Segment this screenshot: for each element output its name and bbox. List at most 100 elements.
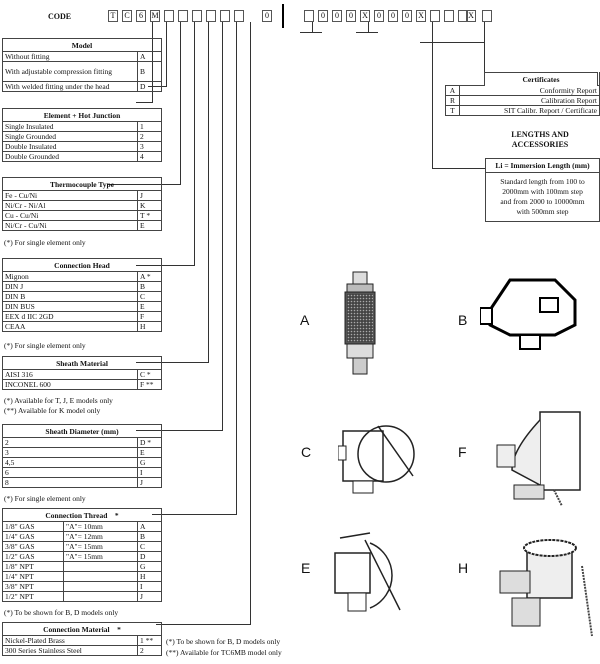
connector-thread (236, 22, 237, 514)
code-box[interactable] (192, 10, 202, 22)
model-title: Model (2, 38, 162, 52)
conn-material-note-1: (*) To be shown for B, D models only (166, 637, 281, 646)
conn-material-title: Connection Material * (2, 622, 162, 636)
code-box[interactable]: M (150, 10, 160, 22)
code-box[interactable]: X (360, 10, 370, 22)
immersion-text: Standard length from 100 to 2000mm with … (500, 177, 585, 216)
code-box[interactable] (164, 10, 174, 22)
head-letter-e: E (301, 560, 311, 576)
conn-material-table: Connection Material * Nickel-Plated Bras… (2, 622, 162, 656)
mignon-head-illustration (344, 271, 376, 375)
connector-material-h (156, 624, 251, 625)
head-title: Connection Head (2, 258, 162, 272)
din-j-head-illustration (480, 278, 577, 350)
code-box[interactable] (220, 10, 230, 22)
sheath-diameter-note: (*) For single element only (4, 494, 86, 503)
code-box[interactable] (234, 10, 244, 22)
connector-head-h (136, 265, 195, 266)
connector-thread-h (152, 514, 237, 515)
code-box[interactable]: 0 (388, 10, 398, 22)
thread-note: (*) To be shown for B, D models only (4, 608, 119, 617)
connector-cert-h (420, 42, 485, 43)
head-letter-c: C (301, 444, 312, 460)
code-box[interactable] (206, 10, 216, 22)
code-box[interactable]: T (108, 10, 118, 22)
connector-len (432, 22, 433, 168)
head-letter-h: H (458, 560, 469, 576)
immersion-box: Li = Immersion Length (mm) Standard leng… (485, 158, 600, 222)
code-box[interactable] (458, 10, 468, 22)
connector-r1-h (300, 32, 322, 33)
code-box[interactable] (304, 10, 314, 22)
code-box[interactable]: 0 (374, 10, 384, 22)
connector-model (166, 22, 167, 86)
connector-r2-h (356, 32, 378, 33)
connector-r2 (368, 22, 369, 32)
sheath-material-note-1: (*) Available for T, J, E models only (4, 396, 113, 405)
code-box[interactable]: 0 (318, 10, 328, 22)
code-box[interactable]: 0 (346, 10, 356, 22)
code-box[interactable] (482, 10, 492, 22)
code-box[interactable] (430, 10, 440, 22)
code-box[interactable]: 0 (332, 10, 342, 22)
code-box[interactable] (178, 10, 188, 22)
connector-thermo (180, 22, 181, 184)
code-box[interactable] (402, 10, 412, 22)
code-box[interactable]: 0 (262, 10, 272, 22)
code-box[interactable] (444, 10, 454, 22)
head-note: (*) For single element only (4, 341, 86, 350)
code-box[interactable] (416, 10, 426, 22)
code-label: CODE (48, 12, 72, 21)
code-box[interactable]: C (122, 10, 132, 22)
immersion-title: Li = Immersion Length (mm) (486, 159, 599, 173)
code-separator (282, 4, 284, 28)
certificates-title: Certificates (484, 72, 598, 86)
code-box[interactable]: 6 (136, 10, 146, 22)
head-letter-a: A (300, 312, 310, 328)
connector-len-h (432, 168, 485, 169)
head-letter-f: F (458, 444, 467, 460)
code-box[interactable]: X (466, 10, 476, 22)
thermocouple-title: Thermocouple Type (2, 177, 162, 191)
